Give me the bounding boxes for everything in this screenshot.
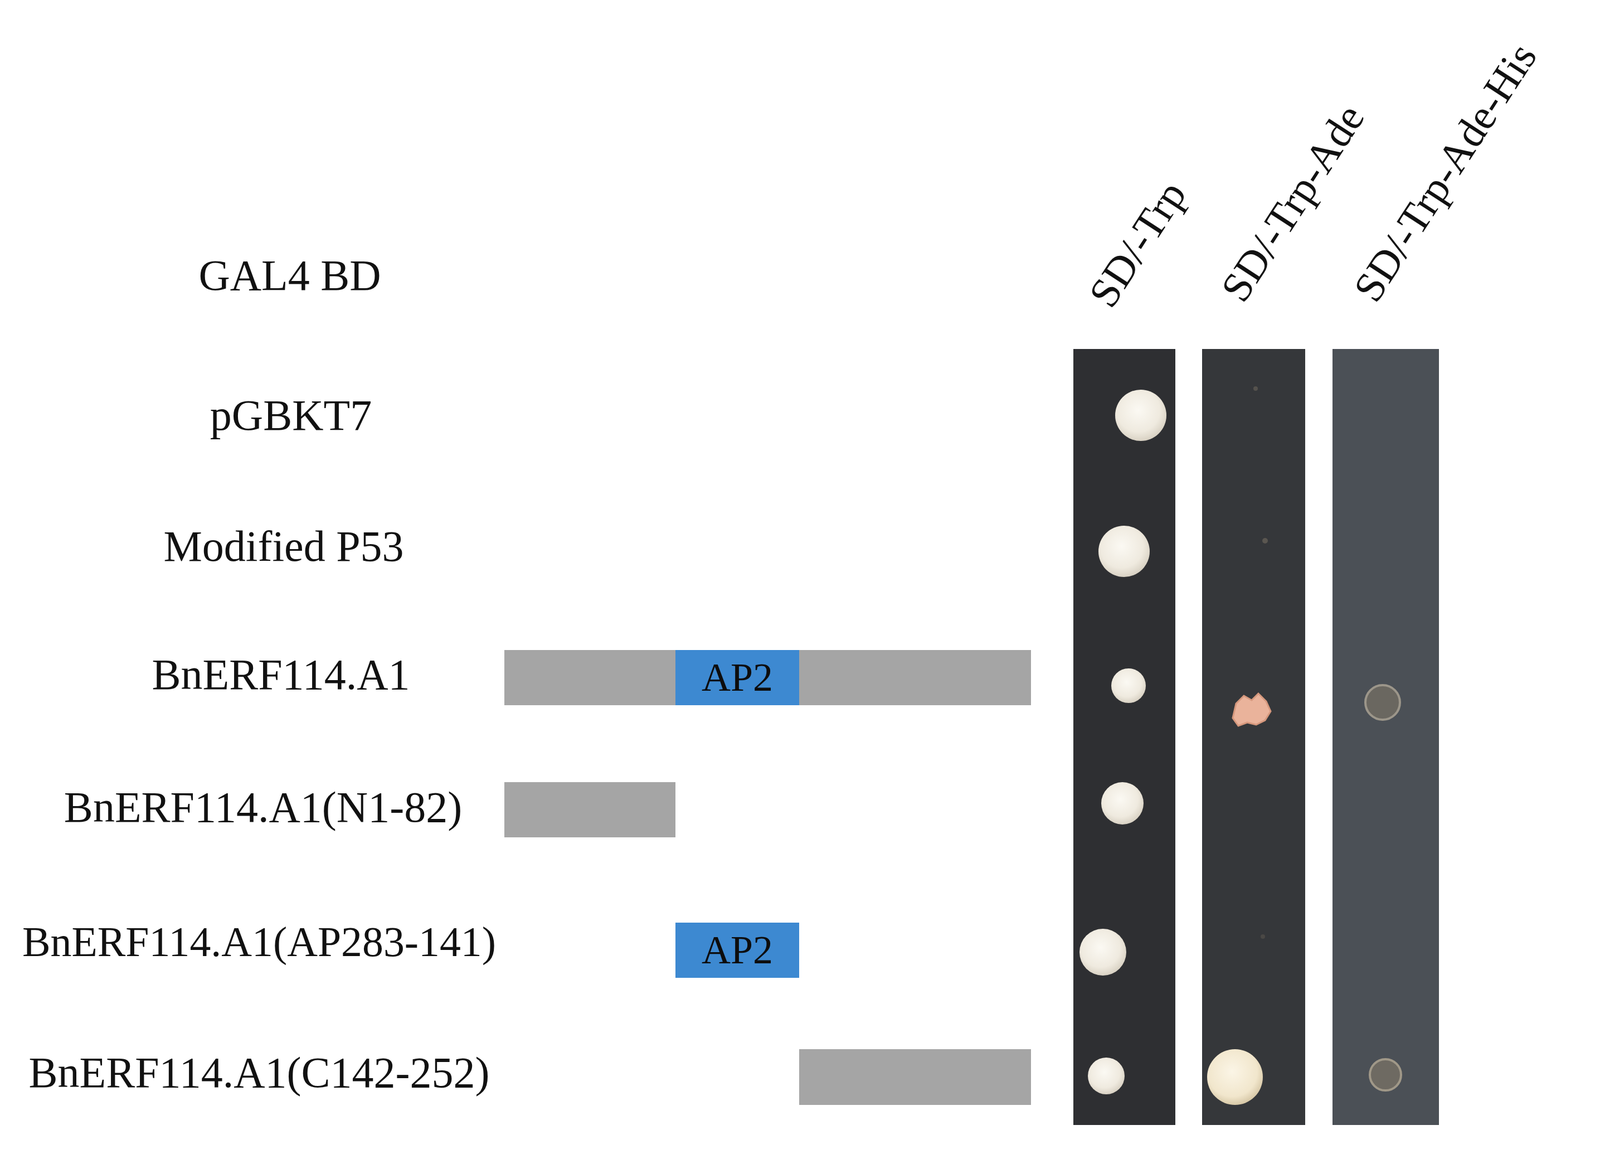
protein-bar [799,1048,1031,1105]
protein-bar [504,649,1031,705]
construct-label: BnERF114.A1(AP283-141) [22,917,496,966]
column-header: SD/-Trp-Ade-His [1344,35,1546,310]
plate-strip [1202,348,1306,1125]
yeast-colony [1111,668,1146,703]
plate-strip [1073,348,1176,1125]
construct-label: BnERF114.A1(N1-82) [64,781,462,833]
domain-name: AP2 [701,926,773,974]
yeast-colony [1365,684,1400,720]
yeast-colony [1207,1048,1263,1105]
domain-name: AP2 [701,654,773,701]
protein-bar [504,781,676,838]
construct-label: BnERF114.A1(C142-252) [28,1047,490,1098]
construct-label: pGBKT7 [210,390,372,441]
construct-label: BnERF114.A1 [151,649,410,700]
yeast-speck [1260,934,1266,939]
plate-strip [1332,348,1439,1125]
yeast-colony [1232,693,1271,726]
yeast-speck [1253,386,1258,391]
yeast-colony [1079,928,1127,976]
domain-box: AP2 [675,922,800,978]
yeast-colony [1369,1058,1402,1091]
yeast-colony [1087,1057,1125,1094]
yeast-speck [1262,537,1268,544]
yeast-colony [1115,389,1167,441]
yeast-colony [1101,781,1144,825]
domain-box: AP2 [675,649,800,705]
yeast-colony [1098,525,1150,577]
column-header: SD/-Trp [1080,172,1196,316]
construct-label: Modified P53 [163,521,404,572]
construct-label: GAL4 BD [198,250,381,301]
